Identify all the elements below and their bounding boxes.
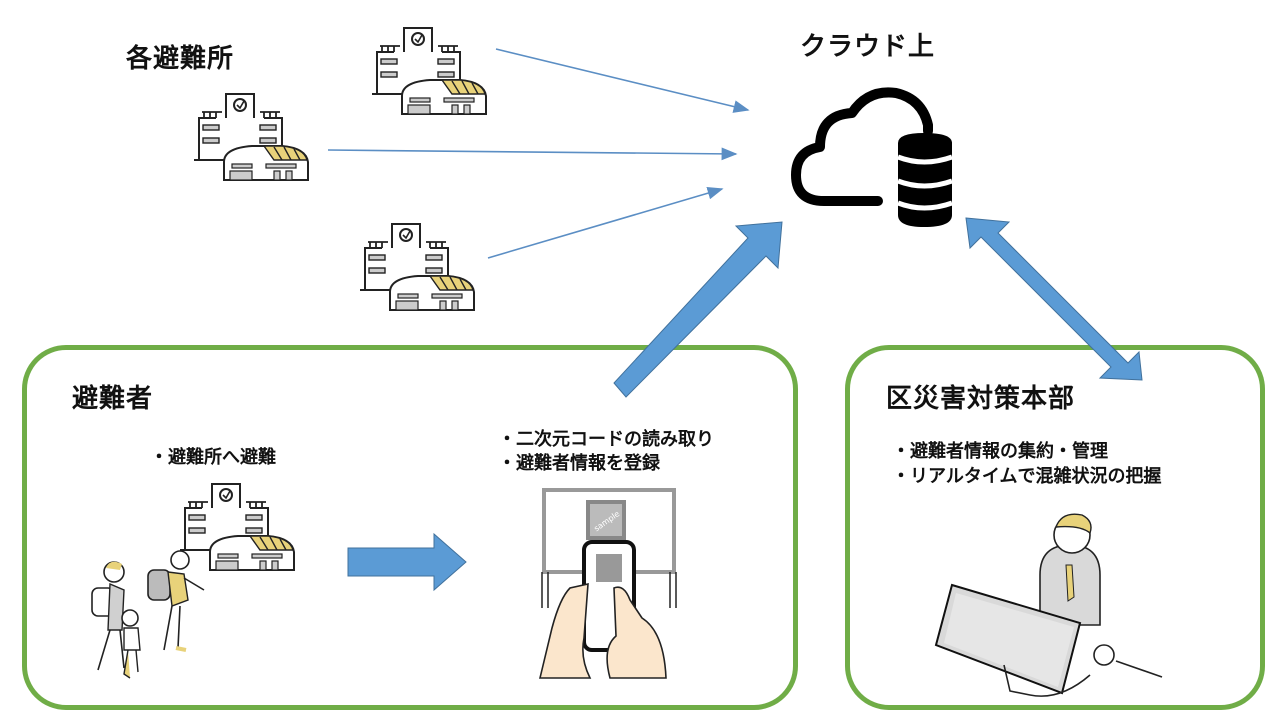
evacuee-to-cloud-arrow <box>613 221 783 398</box>
evacuate-step-text: ・避難所へ避難 <box>150 447 276 468</box>
cloud-database-icon <box>791 87 953 227</box>
evacuee-panel-title: 避難者 <box>72 384 154 414</box>
qr-scan-illustration: sample <box>538 488 677 679</box>
hq-bullet-1: ・避難者情報の集約・管理 <box>892 441 1108 462</box>
thin-arrow-3 <box>487 186 724 259</box>
hq-bullet-2: ・リアルタイムで混雑状況の把握 <box>892 466 1162 487</box>
hq-staff-computer-illustration <box>934 513 1163 697</box>
shelters-label: 各避難所 <box>126 44 235 74</box>
hq-panel <box>845 345 1265 710</box>
qr-step-bullet-1: ・二次元コードの読み取り <box>498 429 714 450</box>
qr-step-bullet-2: ・避難者情報を登録 <box>498 453 660 474</box>
next-step-arrow <box>347 532 467 592</box>
evacuating-family-illustration <box>91 550 205 679</box>
thin-arrow-2 <box>327 147 738 161</box>
evacuee-panel <box>22 345 798 710</box>
hq-panel-title: 区災害対策本部 <box>886 384 1076 414</box>
cloud-label: クラウド上 <box>800 32 936 62</box>
qr-code-phone <box>596 554 622 582</box>
thin-arrow-1 <box>495 48 750 113</box>
cloud-hq-bidirectional-arrow <box>965 217 1143 381</box>
